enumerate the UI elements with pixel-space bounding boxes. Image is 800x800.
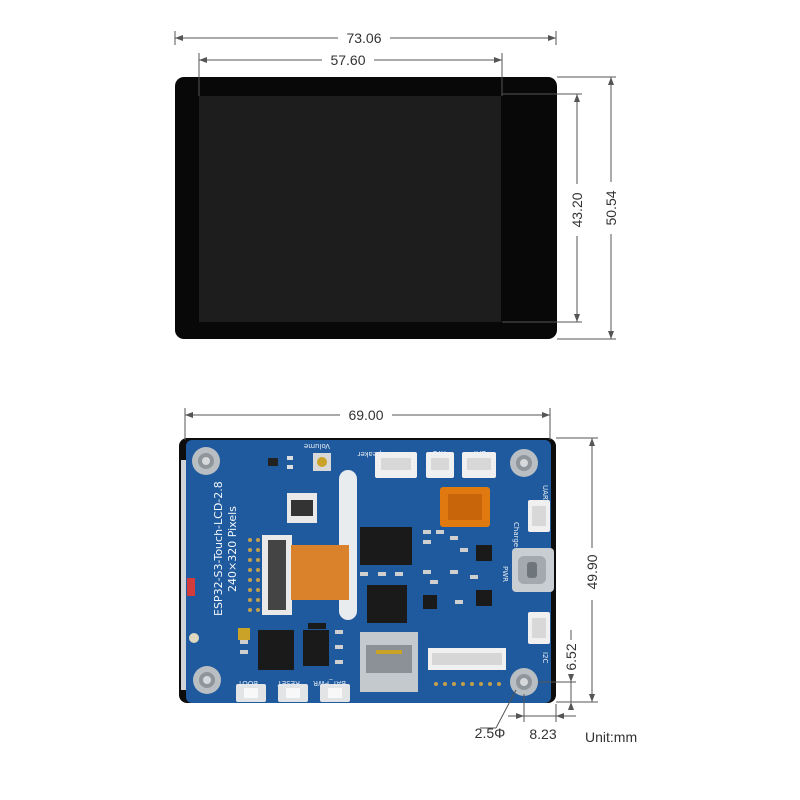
label-boot: BOOT bbox=[237, 679, 258, 687]
connector-speaker-label: Speaker bbox=[357, 450, 386, 458]
connector-bat bbox=[462, 452, 496, 478]
volume-label: Volume bbox=[304, 442, 330, 450]
connector-rtc bbox=[426, 452, 454, 478]
led-indicator bbox=[187, 578, 195, 596]
ic-psram bbox=[303, 630, 329, 666]
ic-small-1 bbox=[476, 545, 492, 561]
fpc-ribbon bbox=[291, 545, 349, 600]
passive-components bbox=[240, 530, 478, 664]
connector-bat-label: BAT bbox=[472, 449, 486, 457]
board-model-label: ESP32-S3-Touch-LCD-2.8 bbox=[212, 481, 225, 616]
connector-i2c bbox=[528, 612, 550, 644]
dimension-hole-diameter bbox=[480, 689, 517, 729]
button-reset bbox=[278, 684, 308, 702]
label-hole-diameter: 2.5Φ bbox=[475, 725, 506, 741]
screen-front-view bbox=[175, 77, 557, 339]
ic-qfn bbox=[258, 630, 294, 670]
label-board-width: 69.00 bbox=[348, 407, 383, 423]
label-pwr: PWR bbox=[501, 566, 509, 582]
mounting-hole-bottom-left bbox=[193, 666, 221, 694]
button-bat-pwr bbox=[320, 684, 350, 702]
unit-label: Unit:mm bbox=[585, 729, 637, 745]
screen-active-area bbox=[199, 96, 501, 322]
ic-small-3 bbox=[476, 590, 492, 606]
ic-audio bbox=[360, 527, 412, 565]
label-uart: UART bbox=[541, 485, 549, 504]
button-boot bbox=[236, 684, 266, 702]
label-charge: Charge bbox=[512, 522, 520, 547]
pin-header-bottom bbox=[434, 682, 501, 686]
label-screen-active-height: 43.20 bbox=[569, 192, 585, 227]
mounting-hole-top-right bbox=[510, 449, 538, 477]
label-hole-offset-horizontal: 8.23 bbox=[529, 726, 556, 742]
label-hole-offset-vertical: 6.52 bbox=[563, 643, 579, 670]
label-screen-total-height: 50.54 bbox=[603, 190, 619, 225]
connector-rtc-label: RTC bbox=[433, 449, 446, 457]
label-bat-pwr: BAT_PWR bbox=[313, 679, 346, 687]
dimension-hole-offset-horizontal bbox=[508, 694, 576, 722]
connector-speaker bbox=[375, 452, 417, 478]
pin-header-left bbox=[248, 538, 260, 612]
label-board-height: 49.90 bbox=[584, 554, 600, 589]
connector-uart bbox=[528, 500, 550, 532]
label-reset: RESET bbox=[277, 679, 300, 687]
mounting-hole-bottom-right bbox=[510, 668, 538, 696]
ic-driver bbox=[367, 585, 407, 623]
antenna-connector bbox=[238, 628, 250, 640]
label-i2c: I2C bbox=[541, 652, 549, 664]
label-screen-active-width: 57.60 bbox=[330, 52, 365, 68]
ic-small-2 bbox=[423, 595, 437, 609]
mounting-hole-top-left bbox=[192, 447, 220, 475]
board-back-view: ESP32-S3-Touch-LCD-2.8 240×320 Pixels Sp… bbox=[179, 438, 556, 703]
board-resolution-label: 240×320 Pixels bbox=[226, 506, 239, 592]
label-screen-total-width: 73.06 bbox=[346, 30, 381, 46]
